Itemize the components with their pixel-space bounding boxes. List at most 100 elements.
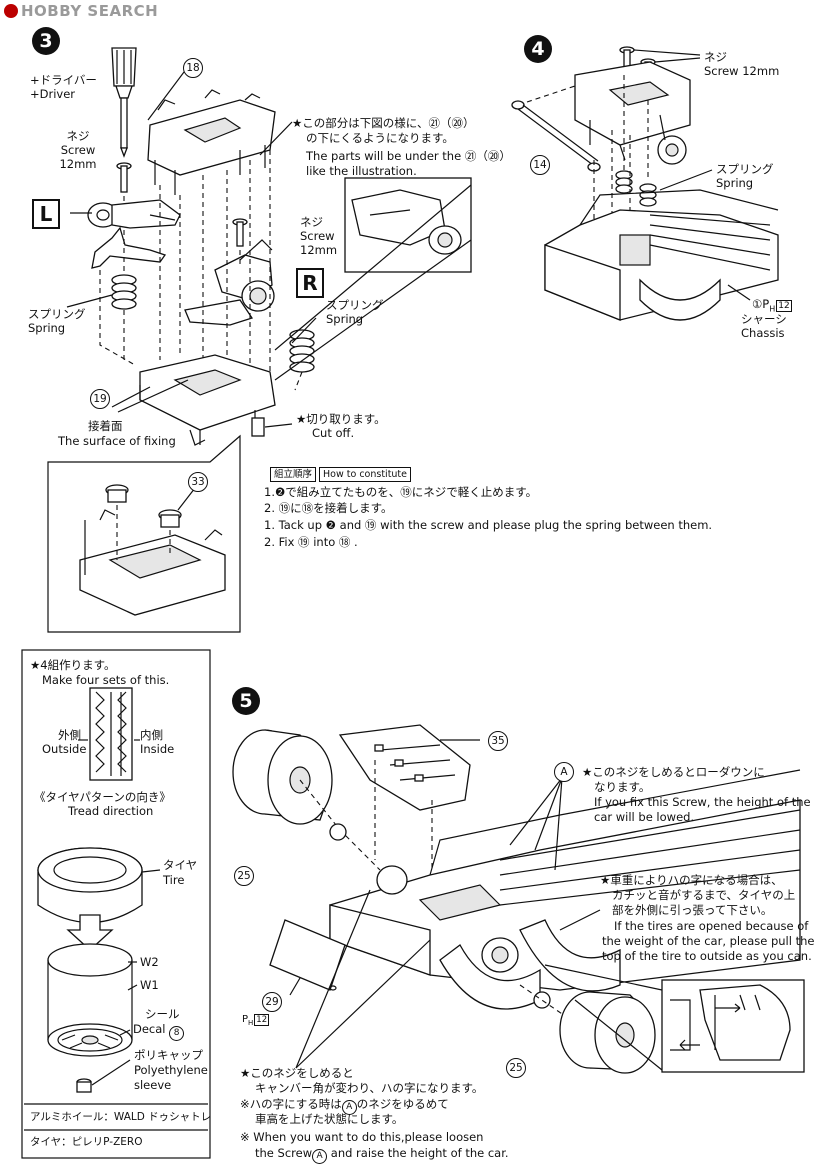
camber-note-en-1: ※ When you want to do this,please loosen bbox=[240, 1130, 484, 1144]
step-5-badge: 5 bbox=[232, 687, 260, 715]
decal-en: Decal 8 bbox=[133, 1022, 185, 1041]
springs-step4 bbox=[615, 170, 657, 207]
tire-box-diagram bbox=[21, 649, 211, 1159]
side-left-marker: L bbox=[32, 199, 60, 229]
note-top-jp-1: ★この部分は下図の様に、㉑（⑳） bbox=[292, 116, 475, 130]
screw-label-en: Screw bbox=[60, 143, 96, 157]
part-14-label: 14 bbox=[530, 155, 550, 175]
w1-label: W1 bbox=[140, 978, 159, 992]
inside-en: Inside bbox=[140, 742, 175, 756]
lower-note-jp-2: なります。 bbox=[594, 780, 651, 794]
weight-note-jp-2: カチッと音がするまで、タイヤの上 bbox=[612, 888, 796, 902]
part-35-label: 35 bbox=[488, 731, 508, 751]
step-4-badge: 4 bbox=[524, 35, 552, 63]
note-top-jp-2: の下にくるようになります。 bbox=[306, 131, 454, 145]
part-18-frame bbox=[147, 89, 276, 195]
note-top-en-2: like the illustration. bbox=[306, 164, 417, 178]
chassis-jp: シャーシ bbox=[741, 312, 787, 326]
make-four-jp: ★4組作ります。 bbox=[30, 658, 116, 672]
instruction-line2-jp: 2. ⑲に⑱を接着します。 bbox=[264, 501, 393, 515]
chassis-step4 bbox=[544, 189, 779, 321]
cut-label-jp: ★切り取ります。 bbox=[296, 412, 386, 426]
weight-note-en-3: top of the tire to outside as you can. bbox=[602, 949, 812, 963]
screw2-label-jp: ネジ bbox=[300, 215, 323, 229]
washer-25-right bbox=[533, 991, 551, 1009]
instruction-line1-en: 1. Tack up ❷ and ⑲ with the screw and pl… bbox=[264, 518, 713, 532]
part-29-label: 29 bbox=[262, 992, 282, 1012]
right-spring bbox=[289, 329, 315, 373]
screw-top-en: Screw 12mm bbox=[704, 64, 780, 78]
tread-direction-jp: 《タイヤパターンの向き》 bbox=[34, 790, 171, 804]
decal-number: 8 bbox=[169, 1026, 185, 1041]
weight-note-jp-1: ★車重によりハの字になる場合は、 bbox=[600, 873, 783, 887]
camber-note-jp-2: キャンバー角が変わり、ハの字になります。 bbox=[255, 1081, 484, 1095]
logo-mark-icon bbox=[4, 4, 18, 18]
tread-direction-en: Tread direction bbox=[68, 804, 154, 818]
screw2-label-en: Screw bbox=[300, 229, 335, 243]
weight-note-jp-3: 部を外側に引っ張って下さい。 bbox=[612, 903, 773, 917]
washer-25-left bbox=[329, 823, 347, 841]
instruction-line1-jp: 1.❷で組み立てたものを、⑲にネジで軽く止めます。 bbox=[264, 485, 538, 499]
chassis-en: Chassis bbox=[741, 326, 785, 340]
part-35-plate bbox=[338, 724, 471, 811]
right-knuckle-arm bbox=[184, 239, 275, 326]
sleeve-en-2: sleeve bbox=[134, 1078, 172, 1092]
surface-label-jp: 接着面 bbox=[88, 419, 123, 433]
camber-note-jp-1: ★このネジをしめると bbox=[240, 1066, 354, 1080]
driver-label-en: +Driver bbox=[30, 87, 76, 101]
driver-label-jp: +ドライバー bbox=[30, 73, 97, 87]
marker-a-inline-2: A bbox=[312, 1149, 328, 1164]
lower-note-jp-1: ★このネジをしめるとローダウンに bbox=[582, 765, 765, 779]
part-33-label: 33 bbox=[188, 472, 208, 492]
screw-12mm-mid-icon bbox=[232, 218, 248, 247]
tire-right bbox=[559, 991, 656, 1074]
step4-diagram bbox=[511, 46, 779, 321]
screw-12mm-icon bbox=[116, 162, 132, 193]
front-suspension-assembly bbox=[574, 61, 691, 165]
tire-brand-label: タイヤ：ピレリP-ZERO bbox=[30, 1136, 143, 1148]
note-top-en-1: The parts will be under the ㉑（⑳） bbox=[306, 149, 511, 163]
spring-left-jp: スプリング bbox=[28, 307, 86, 321]
marker-a-inline-1: A bbox=[341, 1100, 357, 1115]
poly-cap bbox=[76, 1078, 92, 1093]
inside-jp: 内側 bbox=[140, 728, 163, 742]
step-3-badge: 3 bbox=[32, 27, 60, 55]
screw-top-jp: ネジ bbox=[704, 50, 727, 64]
cut-label-en: Cut off. bbox=[312, 426, 355, 440]
decal-jp: シール bbox=[145, 1007, 180, 1021]
chassis-step5 bbox=[329, 769, 801, 1010]
weight-note-en-2: the weight of the car, please pull the bbox=[602, 934, 815, 948]
tire-left bbox=[232, 729, 333, 825]
lower-note-en-1: If you fix this Screw, the height of the bbox=[594, 795, 811, 809]
hand-pull-icon bbox=[670, 984, 791, 1061]
callout-detail-bottom bbox=[79, 484, 226, 616]
part-29-bumper bbox=[269, 919, 346, 991]
wheel-brand-label: アルミホイール：WALD ドゥシャトレ bbox=[30, 1111, 212, 1123]
sleeve-en-1: Polyethylene bbox=[134, 1063, 208, 1077]
side-right-marker: R bbox=[296, 268, 324, 298]
part-25-right-label: 25 bbox=[506, 1058, 526, 1078]
spring-right-jp: スプリング bbox=[326, 298, 384, 312]
surface-label-en: The surface of fixing bbox=[58, 434, 176, 448]
part-18-label: 18 bbox=[183, 58, 203, 78]
spring4-en: Spring bbox=[716, 176, 754, 190]
screw-size: 12mm bbox=[59, 157, 97, 171]
tag-jp: 組立順序 bbox=[270, 467, 317, 482]
screwdriver-icon bbox=[111, 47, 137, 158]
wheel-rim bbox=[47, 943, 133, 1057]
tire-ring bbox=[37, 847, 143, 924]
screw2-size: 12mm bbox=[300, 243, 338, 257]
weight-note-en-1: If the tires are opened because of bbox=[614, 919, 809, 933]
part-25-left-label: 25 bbox=[234, 866, 254, 886]
outside-en: Outside bbox=[42, 742, 87, 756]
callout-detail-top bbox=[351, 189, 462, 255]
left-spring bbox=[111, 274, 137, 310]
camber-note-jp-4: 車高を上げた状態にします。 bbox=[255, 1112, 404, 1126]
spring-left-en: Spring bbox=[28, 321, 66, 335]
